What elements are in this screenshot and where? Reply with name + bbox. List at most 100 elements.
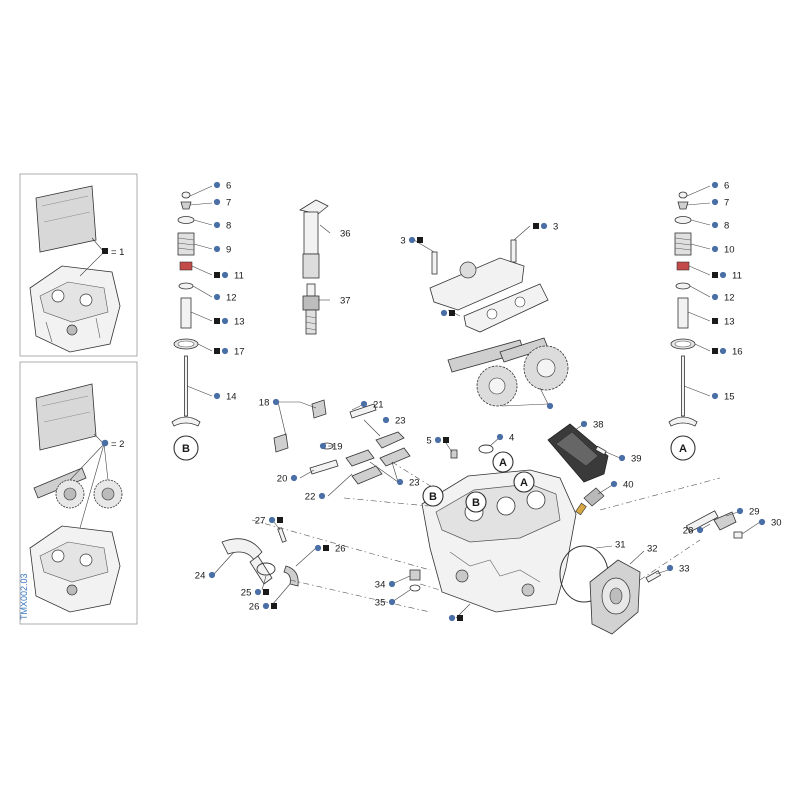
callout-c4[interactable]: 4 xyxy=(496,432,514,443)
callout-c3r[interactable]: 3 xyxy=(533,221,558,232)
callout-number: 5 xyxy=(426,435,431,446)
callout-number: 8 xyxy=(226,220,231,231)
dot-marker xyxy=(758,518,766,526)
callout-c40[interactable]: 40 xyxy=(610,479,634,490)
dot-marker xyxy=(272,398,280,406)
callout-c28[interactable]: 28 xyxy=(683,525,704,536)
dot-marker xyxy=(711,293,719,301)
dot-marker xyxy=(540,222,548,230)
callout-number: 12 xyxy=(226,292,237,303)
callout-c15[interactable]: 15 xyxy=(711,391,735,402)
callout-c21[interactable]: 21 xyxy=(360,399,384,410)
kit-1-label: = 1 xyxy=(102,247,124,258)
callout-number: 22 xyxy=(305,491,316,502)
callout-number: 26 xyxy=(249,601,260,612)
camshaft-drawing xyxy=(447,337,569,407)
kit-box-2[interactable]: = 2 xyxy=(19,361,138,625)
square-marker xyxy=(712,318,718,324)
callout-c19[interactable]: 19 xyxy=(319,441,343,452)
callout-number: 37 xyxy=(340,295,351,306)
callout-c27[interactable]: 27 xyxy=(255,515,283,526)
callout-c26b[interactable]: 26 xyxy=(249,601,277,612)
callout-c23b[interactable]: 23 xyxy=(396,477,420,488)
callout-number: 34 xyxy=(375,579,386,590)
callout-c8r[interactable]: 8 xyxy=(711,220,729,231)
callout-c38[interactable]: 38 xyxy=(580,419,604,430)
callout-c32[interactable]: 32 xyxy=(647,543,658,554)
callout-c33[interactable]: 33 xyxy=(666,563,690,574)
callout-c22[interactable]: 22 xyxy=(305,491,326,502)
callout-c25[interactable]: 25 xyxy=(241,587,269,598)
square-marker xyxy=(457,615,463,621)
callout-number: 38 xyxy=(593,419,604,430)
dot-marker xyxy=(262,602,270,610)
dot-marker xyxy=(696,526,704,534)
callout-c6l[interactable]: 6 xyxy=(213,180,231,191)
callout-c10[interactable]: 10 xyxy=(711,244,735,255)
callout-c18[interactable]: 18 xyxy=(259,397,280,408)
kit-box-1[interactable]: = 1 xyxy=(19,173,138,357)
callout-c3l[interactable]: 3 xyxy=(400,235,423,246)
callout-c14[interactable]: 14 xyxy=(213,391,237,402)
callout-c13l[interactable]: 13 xyxy=(214,316,245,327)
callout-c30[interactable]: 30 xyxy=(758,517,782,528)
callout-c12l[interactable]: 12 xyxy=(213,292,237,303)
dot-marker xyxy=(382,416,390,424)
callout-number: 4 xyxy=(509,432,514,443)
callout-c-head[interactable] xyxy=(448,614,463,622)
cam-carrier-drawing xyxy=(429,239,549,333)
assembly-lines xyxy=(251,461,721,613)
callout-c7l[interactable]: 7 xyxy=(213,197,231,208)
svg-text:= 2: = 2 xyxy=(111,439,124,450)
callout-number: 24 xyxy=(195,570,206,581)
callout-c20[interactable]: 20 xyxy=(277,473,298,484)
callout-c23a[interactable]: 23 xyxy=(382,415,406,426)
callout-c36[interactable]: 36 xyxy=(340,228,351,239)
callout-c17[interactable]: 17 xyxy=(214,346,245,357)
dot-marker xyxy=(213,221,221,229)
dot-marker xyxy=(318,492,326,500)
callout-c29[interactable]: 29 xyxy=(736,506,760,517)
water-pump-cover-drawing xyxy=(559,545,662,635)
callout-c6r[interactable]: 6 xyxy=(711,180,729,191)
callout-c16[interactable]: 16 xyxy=(712,346,743,357)
kit-2-label: = 2 xyxy=(101,439,124,450)
dot-marker xyxy=(408,236,416,244)
callout-c39[interactable]: 39 xyxy=(618,453,642,464)
dot-marker xyxy=(719,347,727,355)
ref-circle xyxy=(513,471,535,493)
callout-number: 25 xyxy=(241,587,252,598)
callout-c26a[interactable]: 26 xyxy=(314,543,346,554)
callout-c7r[interactable]: 7 xyxy=(711,197,729,208)
callout-number: 13 xyxy=(724,316,735,327)
callout-c-cam[interactable] xyxy=(546,402,554,410)
callout-c35[interactable]: 35 xyxy=(375,597,396,608)
dot-marker xyxy=(440,309,448,317)
callout-number: 16 xyxy=(732,346,743,357)
leader-lines xyxy=(186,185,761,619)
callout-c11r[interactable]: 11 xyxy=(712,270,742,281)
ref-circle xyxy=(465,491,487,513)
callout-c9[interactable]: 9 xyxy=(213,244,231,255)
square-marker xyxy=(323,545,329,551)
ref-letter: A xyxy=(499,457,507,469)
callout-c12r[interactable]: 12 xyxy=(711,292,735,303)
callout-c31[interactable]: 31 xyxy=(615,539,626,550)
callout-c37[interactable]: 37 xyxy=(340,295,351,306)
rocker-parts-drawing xyxy=(273,399,411,485)
callout-c8l[interactable]: 8 xyxy=(213,220,231,231)
callout-c13r[interactable]: 13 xyxy=(712,316,735,327)
callout-c5[interactable]: 5 xyxy=(426,435,449,446)
callout-c11l[interactable]: 11 xyxy=(214,270,244,281)
dot-marker xyxy=(388,580,396,588)
callout-number: 30 xyxy=(771,517,782,528)
oil-jet-drawing xyxy=(450,444,494,459)
dot-marker xyxy=(213,181,221,189)
callout-number: 40 xyxy=(623,479,634,490)
head-plug-drawing xyxy=(409,569,421,592)
callout-number: 17 xyxy=(234,346,245,357)
dot-marker xyxy=(666,564,674,572)
callout-c24[interactable]: 24 xyxy=(195,570,216,581)
callout-c-arm[interactable] xyxy=(440,309,455,317)
callout-c34[interactable]: 34 xyxy=(375,579,396,590)
